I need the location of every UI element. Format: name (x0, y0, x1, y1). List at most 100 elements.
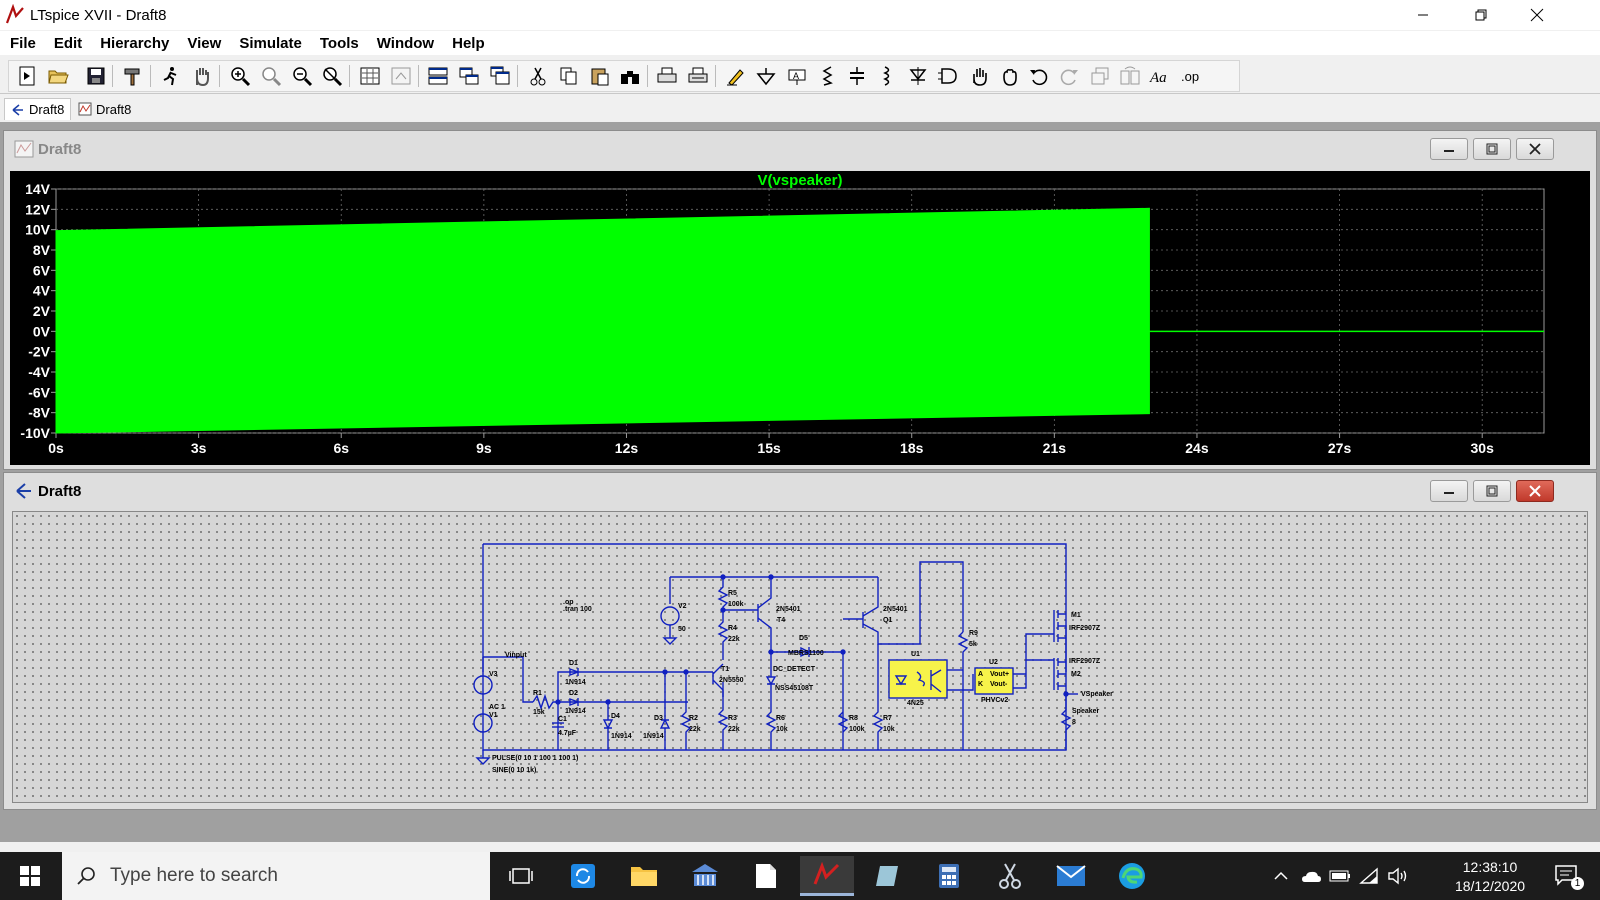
ground-button[interactable] (753, 64, 779, 88)
undo-button[interactable] (1026, 64, 1052, 88)
label-m1-value: IRF2907Z (1069, 625, 1101, 632)
notifications-button[interactable]: 1 (1550, 862, 1584, 890)
taskbar-notepad[interactable] (739, 856, 793, 896)
label-r8: R8 (849, 715, 858, 722)
onedrive-button[interactable] (1298, 864, 1324, 888)
zoom-cancel-button[interactable] (319, 64, 345, 88)
waveform-close-button[interactable] (1516, 138, 1554, 160)
schematic-canvas[interactable]: .op .tran 100 Vinput V3 AC 1 V1 R1 15k C… (12, 511, 1588, 803)
halt-button[interactable] (189, 64, 215, 88)
task-view-button[interactable] (494, 856, 548, 896)
move-button[interactable] (966, 64, 992, 88)
zoom-out-button[interactable] (289, 64, 315, 88)
printer-icon (657, 67, 677, 83)
restore-button[interactable] (1458, 0, 1504, 30)
taskbar-calculator[interactable] (922, 856, 976, 896)
text-button[interactable]: Aa (1147, 64, 1173, 88)
schematic-window-titlebar[interactable]: Draft8 (4, 473, 1596, 509)
schematic-drawing[interactable]: .op .tran 100 Vinput V3 AC 1 V1 R1 15k C… (13, 512, 1589, 804)
clock[interactable]: 12:38:10 18/12/2020 (1452, 858, 1528, 896)
close-button[interactable] (1514, 0, 1560, 30)
label-net-button[interactable]: A (784, 64, 810, 88)
menu-help[interactable]: Help (452, 34, 485, 52)
taskbar-snipping-tool[interactable] (983, 856, 1037, 896)
pan-button[interactable] (388, 64, 414, 88)
zoom-fit-button[interactable] (258, 64, 284, 88)
inductor-button[interactable] (874, 64, 900, 88)
print-button[interactable] (654, 64, 680, 88)
label-r8-value: 100k (849, 726, 865, 733)
taskbar-bank-app[interactable] (678, 856, 732, 896)
taskbar-app-sync[interactable] (556, 856, 610, 896)
taskbar-ltspice[interactable] (800, 856, 854, 896)
drag-button[interactable] (996, 64, 1022, 88)
taskbar-edge[interactable] (1105, 856, 1159, 896)
label-v2: V2 (678, 603, 687, 610)
schematic-maximize-button[interactable] (1473, 480, 1511, 502)
menu-view[interactable]: View (187, 34, 222, 52)
diode-button[interactable] (905, 64, 931, 88)
tab-schematic-draft8[interactable]: Draft8 (4, 98, 72, 120)
taskbar-file-explorer[interactable] (617, 856, 671, 896)
label-r1-value: 15k (533, 709, 545, 716)
menu-window[interactable]: Window (376, 34, 435, 52)
minimize-button[interactable] (1400, 0, 1446, 30)
toolbar-separator (418, 65, 419, 87)
open-button[interactable] (45, 64, 71, 88)
waveform-window-titlebar[interactable]: Draft8 (4, 131, 1596, 167)
tile-vertical-button[interactable] (456, 64, 482, 88)
new-schematic-button[interactable] (14, 64, 40, 88)
taskbar-mail[interactable] (1044, 856, 1098, 896)
cut-button[interactable] (525, 64, 551, 88)
spice-directive-button[interactable]: .op (1178, 64, 1204, 88)
print-setup-button[interactable] (685, 64, 711, 88)
control-panel-button[interactable] (120, 64, 146, 88)
autorange-button[interactable] (357, 64, 383, 88)
start-button[interactable] (0, 852, 60, 900)
trace-label[interactable]: V(vspeaker) (757, 172, 842, 189)
waveform-icon (14, 140, 34, 158)
tile-horizontal-button[interactable] (425, 64, 451, 88)
waveform-minimize-button[interactable] (1430, 138, 1468, 160)
menu-edit[interactable]: Edit (53, 34, 83, 52)
capacitor-button[interactable] (844, 64, 870, 88)
copy-button[interactable] (556, 64, 582, 88)
tab-waveform-draft8[interactable]: Draft8 (72, 98, 137, 120)
wire-button[interactable] (723, 64, 749, 88)
taskbar: Type here to search 12:38:10 18/12/2020 … (0, 852, 1600, 900)
schematic-close-button[interactable] (1516, 480, 1554, 502)
battery-button[interactable] (1327, 864, 1353, 888)
save-button[interactable] (83, 64, 109, 88)
wifi-icon (1359, 867, 1378, 884)
taskbar-app-glass[interactable] (861, 856, 915, 896)
run-button[interactable] (158, 64, 184, 88)
menu-hierarchy[interactable]: Hierarchy (100, 34, 170, 52)
mirror-button[interactable] (1117, 64, 1143, 88)
show-hidden-icons-button[interactable] (1268, 864, 1294, 888)
network-button[interactable] (1356, 864, 1382, 888)
taskbar-search-box[interactable]: Type here to search (62, 852, 490, 900)
schematic-minimize-button[interactable] (1430, 480, 1468, 502)
folder-open-icon (48, 70, 69, 84)
find-button[interactable] (617, 64, 643, 88)
zoom-in-button[interactable] (227, 64, 253, 88)
menu-tools[interactable]: Tools (319, 34, 359, 52)
resistor-button[interactable] (814, 64, 840, 88)
paste-button[interactable] (587, 64, 613, 88)
menu-simulate[interactable]: Simulate (239, 34, 302, 52)
rotate-button[interactable] (1087, 64, 1113, 88)
new-schematic-icon (19, 66, 35, 86)
redo-button[interactable] (1056, 64, 1082, 88)
label-r1: R1 (533, 690, 542, 697)
volume-button[interactable] (1385, 864, 1411, 888)
label-speaker-value: 8 (1072, 719, 1076, 726)
maximize-icon (1486, 143, 1498, 155)
menu-file[interactable]: File (10, 34, 36, 52)
autorange-icon (360, 67, 380, 85)
component-button[interactable] (935, 64, 961, 88)
cascade-button[interactable] (487, 64, 513, 88)
mirror-icon (1120, 66, 1140, 85)
waveform-maximize-button[interactable] (1473, 138, 1511, 160)
